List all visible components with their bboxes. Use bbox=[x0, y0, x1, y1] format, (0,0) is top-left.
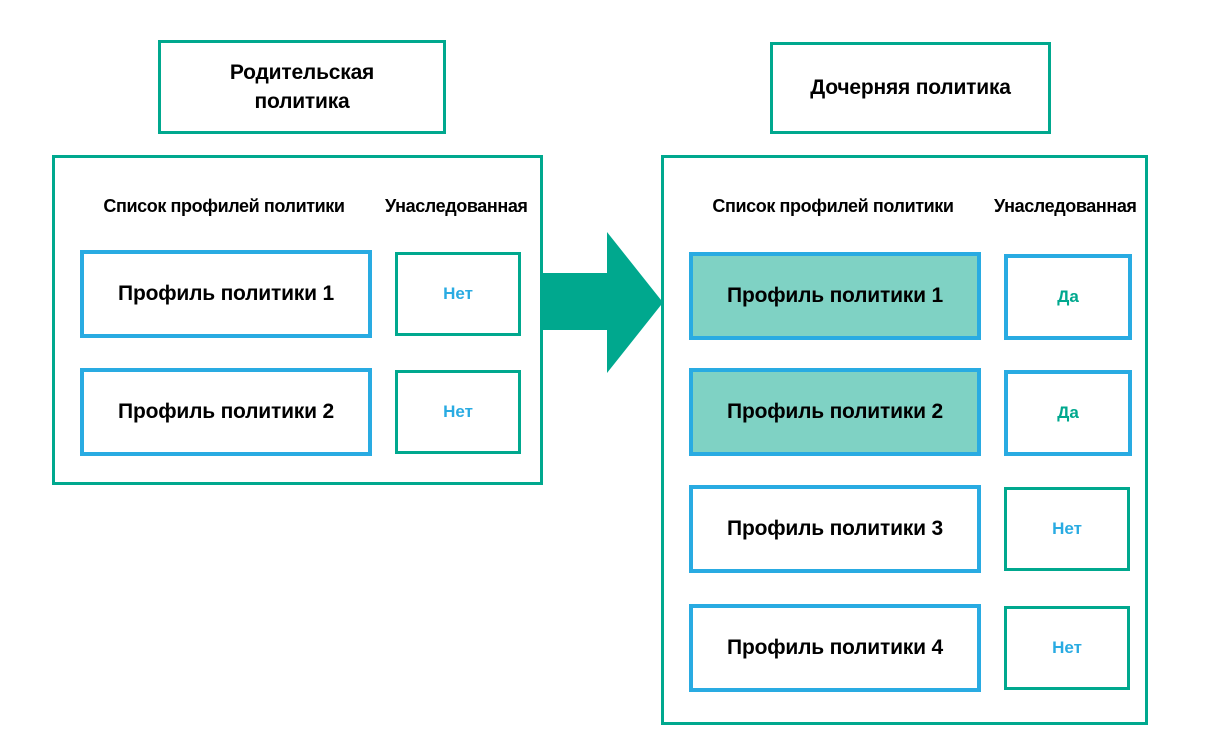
child-profiles-column-header: Список профилей политики bbox=[712, 196, 954, 216]
parent-policy-panel: Список профилей политики Унаследованная … bbox=[52, 155, 543, 485]
child-policy-panel: Список профилей политики Унаследованная … bbox=[661, 155, 1148, 725]
child-policy-row: Профиль политики 3 Нет bbox=[664, 485, 1145, 573]
child-policy-row: Профиль политики 2 Да bbox=[664, 368, 1145, 456]
policy-profile-box: Профиль политики 4 bbox=[689, 604, 981, 692]
parent-policy-row: Профиль политики 2 Нет bbox=[55, 368, 540, 456]
inherited-status-box: Да bbox=[1004, 370, 1132, 456]
policy-profile-box-inherited: Профиль политики 1 bbox=[689, 252, 981, 340]
child-inherited-column-header: Унаследованная bbox=[994, 196, 1137, 216]
child-policy-title-box: Дочерняя политика bbox=[770, 42, 1051, 134]
inherited-status-box: Да bbox=[1004, 254, 1132, 340]
child-policy-row: Профиль политики 1 Да bbox=[664, 252, 1145, 340]
parent-inherited-column-header: Унаследованная bbox=[385, 196, 528, 216]
policy-profile-box: Профиль политики 2 bbox=[80, 368, 372, 456]
parent-policy-row: Профиль политики 1 Нет bbox=[55, 250, 540, 338]
inherited-status-box: Нет bbox=[1004, 606, 1130, 690]
inherited-status-box: Нет bbox=[395, 370, 521, 454]
policy-profile-box: Профиль политики 3 bbox=[689, 485, 981, 573]
policy-profile-box-inherited: Профиль политики 2 bbox=[689, 368, 981, 456]
parent-profiles-column-header: Список профилей политики bbox=[103, 196, 345, 216]
inherited-status-box: Нет bbox=[1004, 487, 1130, 571]
child-policy-title: Дочерняя политика bbox=[810, 76, 1011, 100]
inherited-status-box: Нет bbox=[395, 252, 521, 336]
parent-policy-title-box: Родительская политика bbox=[158, 40, 446, 134]
parent-policy-title: Родительская политика bbox=[229, 60, 375, 113]
policy-profile-box: Профиль политики 1 bbox=[80, 250, 372, 338]
inheritance-arrow-icon bbox=[543, 232, 663, 373]
child-policy-row: Профиль политики 4 Нет bbox=[664, 604, 1145, 692]
